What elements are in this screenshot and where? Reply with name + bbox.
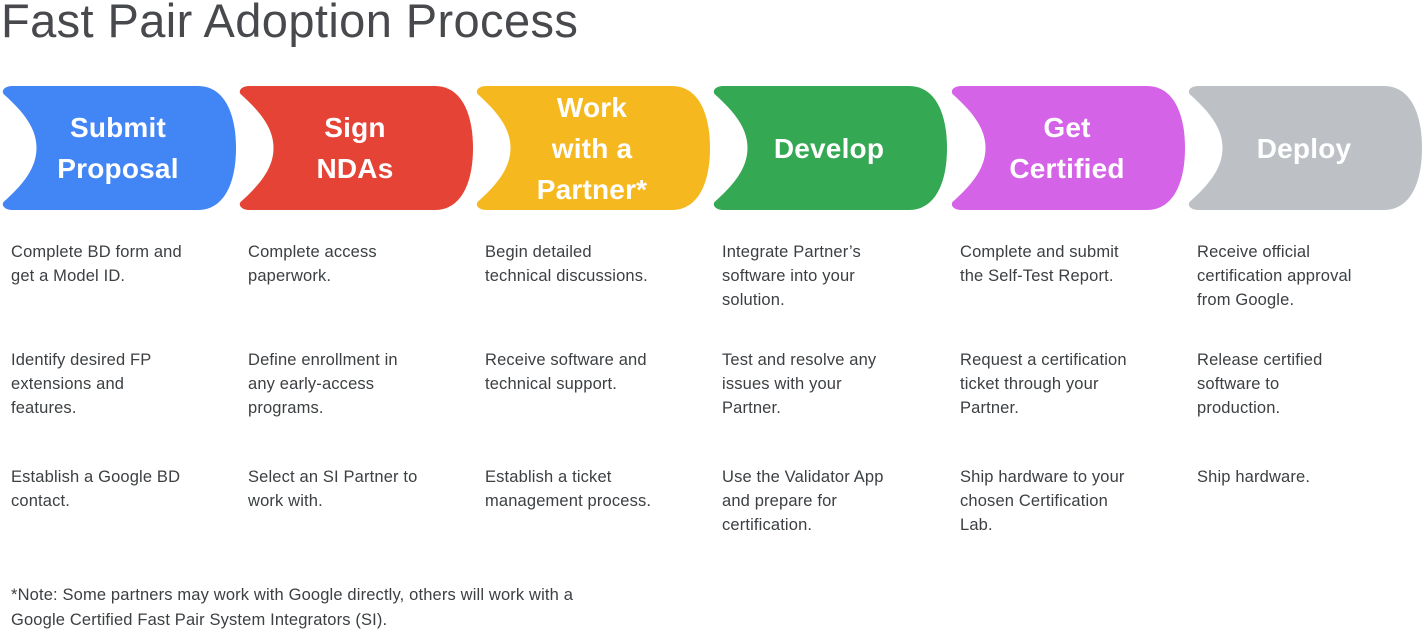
description-line: Test and resolve any [722, 351, 877, 369]
description-line: Establish a Google BD [11, 468, 181, 486]
description-line: from Google. [1197, 291, 1295, 309]
footnote-line: *Note: Some partners may work with Googl… [11, 586, 574, 604]
description-line: technical support. [485, 375, 618, 393]
stage-deploy: Deploy [1186, 86, 1422, 210]
stage-work-with-a-partner: Work with a Partner* [474, 86, 710, 210]
stage-get-certified-description-1: Complete and submit the Self-Test Report. [960, 240, 1176, 288]
stage-work-with-a-partner-description-2: Receive software and technical support. [485, 348, 701, 396]
description-line: solution. [722, 291, 785, 309]
description-line: Use the Validator App [722, 468, 884, 486]
stage-deploy-description-2: Release certified software to production. [1197, 348, 1413, 420]
stage-develop: Develop [711, 86, 947, 210]
page-title: Fast Pair Adoption Process [1, 0, 579, 47]
stage-get-certified-description-3: Ship hardware to your chosen Certificatio… [960, 465, 1176, 537]
stage-get-certified-description-2: Request a certification ticket through yo… [960, 348, 1176, 420]
stage-label-line: NDAs [316, 153, 394, 184]
stage-label-line: Deploy [1256, 132, 1352, 164]
stage-shape-get-certified [951, 86, 1185, 210]
description-line: Partner. [722, 399, 781, 417]
stage-label-line: Certified [1009, 153, 1125, 184]
description-line: Complete and submit [960, 243, 1119, 261]
description-line: management process. [485, 492, 652, 510]
stage-label-line: Get [1043, 112, 1091, 143]
description-line: software to [1197, 375, 1280, 393]
description-line: Define enrollment in [248, 351, 398, 369]
description-line: Request a certification [960, 351, 1127, 369]
stage-label-line: Partner* [536, 173, 648, 205]
stage-submit-proposal-description-3: Establish a Google BD contact. [11, 465, 227, 513]
description-line: Complete access [248, 243, 377, 261]
description-line: Ship hardware to your [960, 468, 1125, 486]
description-line: Select an SI Partner to [248, 468, 418, 486]
description-line: the Self-Test Report. [960, 267, 1114, 285]
description-line: Receive official [1197, 243, 1311, 261]
stage-work-with-a-partner-description-1: Begin detailed technical discussions. [485, 240, 701, 288]
description-line: extensions and [11, 375, 125, 393]
description-line: Identify desired FP [11, 351, 152, 369]
stage-submit-proposal-description-2: Identify desired FP extensions and feature… [11, 348, 227, 420]
description-line: and prepare for [722, 492, 838, 510]
stage-label-line: Develop [773, 132, 885, 164]
stage-shape-sign-ndas [239, 86, 473, 210]
stage-label-work-with-a-partner: Work with a Partner* [474, 86, 710, 210]
description-line: get a Model ID. [11, 267, 126, 285]
stage-shape-work-with-a-partner [476, 86, 710, 210]
description-line: any early-access [248, 375, 375, 393]
description-line: Complete BD form and [11, 243, 182, 261]
stage-sign-ndas-description-3: Select an SI Partner to work with. [248, 465, 464, 513]
description-line: contact. [11, 492, 70, 510]
description-line: Begin detailed [485, 243, 592, 261]
stage-shape-develop [713, 86, 947, 210]
footnote-line: Google Certified Fast Pair System Integr… [11, 611, 388, 629]
description-line: Integrate Partner’s [722, 243, 861, 261]
footnote: *Note: Some partners may work with Googl… [11, 583, 573, 632]
stage-shape-submit-proposal [2, 86, 236, 210]
description-line: production. [1197, 399, 1281, 417]
stage-label-deploy: Deploy [1186, 86, 1422, 210]
description-line: Release certified [1197, 351, 1323, 369]
stage-shape-deploy [1188, 86, 1422, 210]
description-line: certification. [722, 516, 813, 534]
stage-label-develop: Develop [711, 86, 947, 210]
description-line: features. [11, 399, 77, 417]
description-line: work with. [248, 492, 323, 510]
description-line: Receive software and [485, 351, 647, 369]
description-line: ticket through your [960, 375, 1099, 393]
description-line: technical discussions. [485, 267, 648, 285]
stage-label-line: Work [556, 91, 628, 123]
description-line: Ship hardware. [1197, 468, 1311, 486]
stage-deploy-description-1: Receive official certification approval fr… [1197, 240, 1413, 312]
description-line: chosen Certification [960, 492, 1108, 510]
stage-label-line: Sign [324, 112, 386, 143]
stage-label-line: Submit [69, 112, 167, 143]
stage-develop-description-1: Integrate Partner’s software into your sol… [722, 240, 938, 312]
stage-sign-ndas-description-2: Define enrollment in any early-access prog… [248, 348, 464, 420]
stage-work-with-a-partner-description-3: Establish a ticket management process. [485, 465, 701, 513]
stage-label-line: with a [551, 132, 633, 164]
description-line: certification approval [1197, 267, 1352, 285]
stage-develop-description-3: Use the Validator App and prepare for cert… [722, 465, 938, 537]
description-line: software into your [722, 267, 855, 285]
description-line: paperwork. [248, 267, 332, 285]
description-line: programs. [248, 399, 324, 417]
description-line: Lab. [960, 516, 993, 534]
stage-sign-ndas-description-1: Complete access paperwork. [248, 240, 464, 288]
stage-submit-proposal-description-1: Complete BD form and get a Model ID. [11, 240, 227, 288]
stage-label-line: Proposal [57, 153, 179, 184]
stage-deploy-description-3: Ship hardware. [1197, 465, 1413, 489]
description-line: issues with your [722, 375, 842, 393]
description-line: Establish a ticket [485, 468, 612, 486]
description-line: Partner. [960, 399, 1019, 417]
